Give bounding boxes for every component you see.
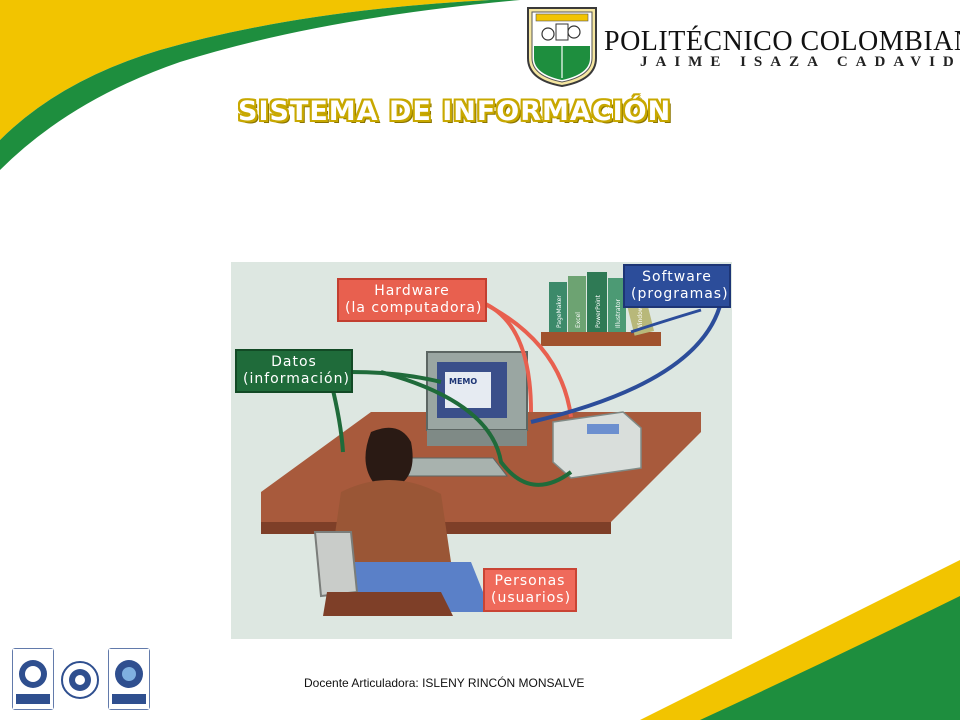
hardware-label-title: Hardware — [374, 283, 450, 299]
institution-subtitle: JAIME ISAZA CADAVID — [640, 54, 960, 70]
book-spine-label: PageMaker — [556, 295, 563, 328]
footer-label: Docente Articuladora: — [304, 676, 423, 690]
software-label-subtitle: (programas) — [631, 286, 729, 302]
footer-teacher-name: ISLENY RINCÓN MONSALVE — [422, 676, 585, 690]
ntcgp-certification-badge-icon — [108, 648, 150, 710]
person-user — [313, 427, 491, 616]
book-spine-label: PowerPoint — [595, 294, 602, 328]
book-spine-label: Excel — [575, 312, 582, 328]
software-label-title: Software — [642, 269, 712, 285]
slide-title: SISTEMA DE INFORMACIÓN — [238, 96, 672, 127]
coat-of-arms-shield-icon — [527, 7, 597, 88]
book-spine-label: Illustrator — [615, 298, 622, 328]
hardware-label: Hardware (la computadora) — [337, 278, 487, 322]
software-arrow-2 — [630, 308, 702, 334]
datos-label: Datos (información) — [235, 349, 353, 393]
top-yellow-swoosh — [0, 0, 490, 140]
software-arrow — [530, 301, 723, 424]
datos-label-subtitle: (información) — [243, 371, 350, 387]
personas-label-subtitle: (usuarios) — [491, 590, 572, 606]
hardware-label-subtitle: (la computadora) — [345, 300, 483, 316]
bottom-green-swoosh — [700, 596, 960, 720]
book-spine-label: Windows — [637, 303, 644, 330]
datos-arrow — [350, 370, 442, 384]
icontec-certification-badge-icon — [12, 648, 54, 710]
datos-arrow-3 — [380, 370, 573, 487]
screen-memo-text: MEMO — [449, 377, 477, 386]
personas-label-title: Personas — [494, 573, 566, 589]
footer-teacher: Docente Articuladora: ISLENY RINCÓN MONS… — [304, 676, 634, 690]
computer-monitor: MEMO — [426, 351, 528, 446]
institution-name: POLITÉCNICO COLOMBIANO — [604, 26, 960, 57]
printer — [552, 411, 642, 479]
bookshelf — [541, 332, 661, 346]
software-label: Software (programas) — [623, 264, 731, 308]
hardware-arrow-2 — [480, 300, 573, 418]
top-green-swoosh — [0, 0, 520, 170]
personas-label: Personas (usuarios) — [483, 568, 577, 612]
iqnet-certification-badge-icon — [61, 661, 99, 699]
datos-label-title: Datos — [271, 354, 317, 370]
